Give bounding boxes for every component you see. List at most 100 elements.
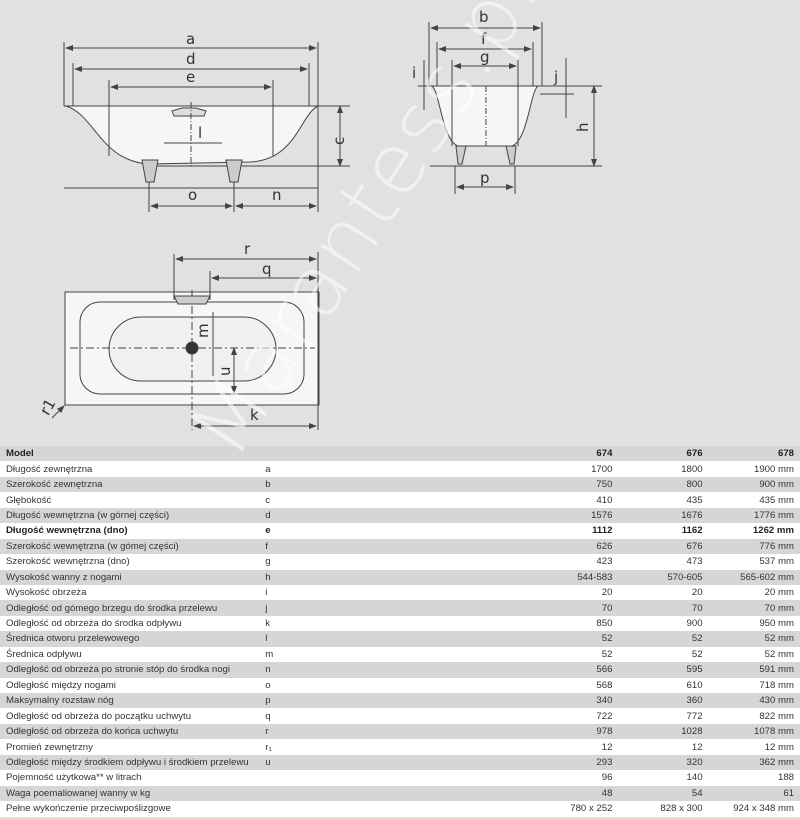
row-v674: 48 [420,785,613,802]
header-model: Model [0,446,266,462]
header-symbol [265,446,421,462]
row-name: Szerokość zewnętrzna [0,476,266,493]
dim-label-q: q [262,260,272,278]
row-symbol [265,801,421,817]
row-symbol: e [265,523,421,539]
row-v676: 20 [612,584,703,601]
bathtub-drawings-svg: a d e l c o n b f g i j h p r q m u k r1 [36,8,602,430]
header-674: 674 [420,446,613,462]
dim-label-f: f [481,30,487,48]
top-view-drawing [51,252,320,430]
row-v674: 566 [420,662,613,678]
row-v674: 780 x 252 [420,801,613,817]
dim-label-o: o [188,186,197,204]
row-v674: 70 [420,600,613,616]
row-v678: 61 [702,785,800,802]
row-v674: 978 [420,723,613,740]
row-symbol: k [265,615,421,632]
row-v678: 435 mm [702,492,800,508]
dim-label-c: c [330,137,348,145]
table-row: Odległość od obrzeża po stronie stóp do … [0,662,800,678]
row-symbol: u [265,754,421,771]
dim-label-n: n [272,186,282,204]
row-symbol: r₁ [265,739,421,755]
row-symbol [265,770,421,786]
dim-label-e: e [186,68,195,86]
row-name: Długość wewnętrzna (dno) [0,523,266,539]
row-v674: 20 [420,584,613,601]
row-v674: 850 [420,615,613,632]
row-v676: 1800 [612,461,703,477]
row-v676: 595 [612,662,703,678]
row-v676: 320 [612,754,703,771]
row-v676: 52 [612,646,703,663]
row-name: Długość zewnętrzna [0,461,266,477]
row-v674: 568 [420,677,613,693]
row-v676: 12 [612,739,703,755]
row-v678: 1078 mm [702,723,800,740]
row-v674: 340 [420,693,613,709]
row-v674: 750 [420,476,613,493]
row-v678: 52 mm [702,631,800,647]
row-symbol: q [265,708,421,724]
dim-label-h: h [574,122,592,132]
row-symbol: a [265,461,421,477]
row-v678: 822 mm [702,708,800,724]
row-name: Średnica odpływu [0,646,266,663]
row-v674: 293 [420,754,613,771]
row-v674: 1576 [420,507,613,524]
row-symbol: p [265,693,421,709]
row-v674: 12 [420,739,613,755]
row-symbol: g [265,554,421,570]
dim-label-m: m [194,323,212,338]
dim-label-i: i [412,64,416,82]
row-v678: 1900 mm [702,461,800,477]
row-name: Pojemność użytkowa** w litrach [0,770,266,786]
row-symbol: c [265,492,421,508]
row-v676: 610 [612,677,703,693]
header-678: 678 [702,446,800,462]
row-name: Odległość od obrzeża do środka odpływu [0,615,266,632]
row-v674: 410 [420,492,613,508]
front-view-drawing [418,22,602,194]
row-symbol: d [265,507,421,524]
header-676: 676 [612,446,703,462]
table-row: Odległość między środkiem odpływu i środ… [0,754,800,771]
row-symbol: l [265,631,421,647]
row-symbol: f [265,538,421,555]
row-v678: 12 mm [702,739,800,755]
row-name: Odległość od obrzeża po stronie stóp do … [0,662,266,678]
row-v676: 360 [612,693,703,709]
row-symbol: b [265,476,421,493]
row-v678: 430 mm [702,693,800,709]
row-v674: 52 [420,631,613,647]
row-v676: 435 [612,492,703,508]
row-v678: 924 x 348 mm [702,801,800,817]
row-v676: 570-605 [612,569,703,585]
row-v678: 537 mm [702,554,800,570]
dim-label-g: g [480,48,490,66]
row-v678: 1776 mm [702,507,800,524]
row-v676: 800 [612,476,703,493]
row-name: Wysokość wanny z nogami [0,569,266,585]
row-name: Głębokość [0,492,266,508]
row-name: Średnica otworu przelewowego [0,631,266,647]
row-v674: 52 [420,646,613,663]
row-name: Odległość od gómego brzegu do środka prz… [0,600,266,616]
side-view-drawing [63,42,350,212]
row-v674: 1112 [420,523,613,539]
